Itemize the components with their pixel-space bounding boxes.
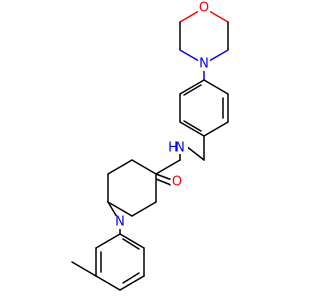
bond	[155, 159, 181, 175]
bond	[119, 233, 145, 249]
atom-morpholine-oxygen: O	[197, 1, 211, 16]
atom-amide-nitrogen: N H	[168, 136, 188, 156]
benzene-ring-lower	[95, 233, 145, 291]
bond	[71, 261, 97, 277]
bond	[183, 84, 202, 96]
bond	[155, 178, 172, 186]
bond	[179, 121, 205, 137]
atom-label: N	[175, 141, 185, 156]
piperidine-ring	[107, 159, 157, 217]
atom-label: O	[172, 175, 182, 190]
atom-label: N	[199, 57, 209, 72]
bond	[95, 233, 121, 249]
atom-piperidine-nitrogen: N	[113, 215, 127, 230]
bond	[107, 159, 133, 175]
bond	[131, 201, 157, 217]
bond	[179, 79, 205, 95]
bond	[155, 173, 173, 181]
bond	[203, 79, 229, 95]
atom-carbonyl-oxygen: O	[170, 175, 184, 190]
molecule-structure: O N N H O N	[71, 1, 229, 291]
bond	[95, 275, 121, 291]
atom-morpholine-nitrogen: N	[197, 57, 211, 72]
bond	[203, 121, 229, 137]
bond	[107, 201, 133, 217]
atom-label-hydrogen: H	[168, 141, 178, 156]
benzene-ring-upper	[179, 79, 229, 137]
bond	[119, 275, 145, 291]
bond	[122, 238, 140, 250]
atom-label: N	[115, 215, 125, 230]
bond	[183, 120, 202, 132]
bond	[131, 159, 157, 175]
bond	[185, 145, 205, 161]
bond	[122, 272, 140, 284]
atom-label: O	[199, 1, 209, 16]
